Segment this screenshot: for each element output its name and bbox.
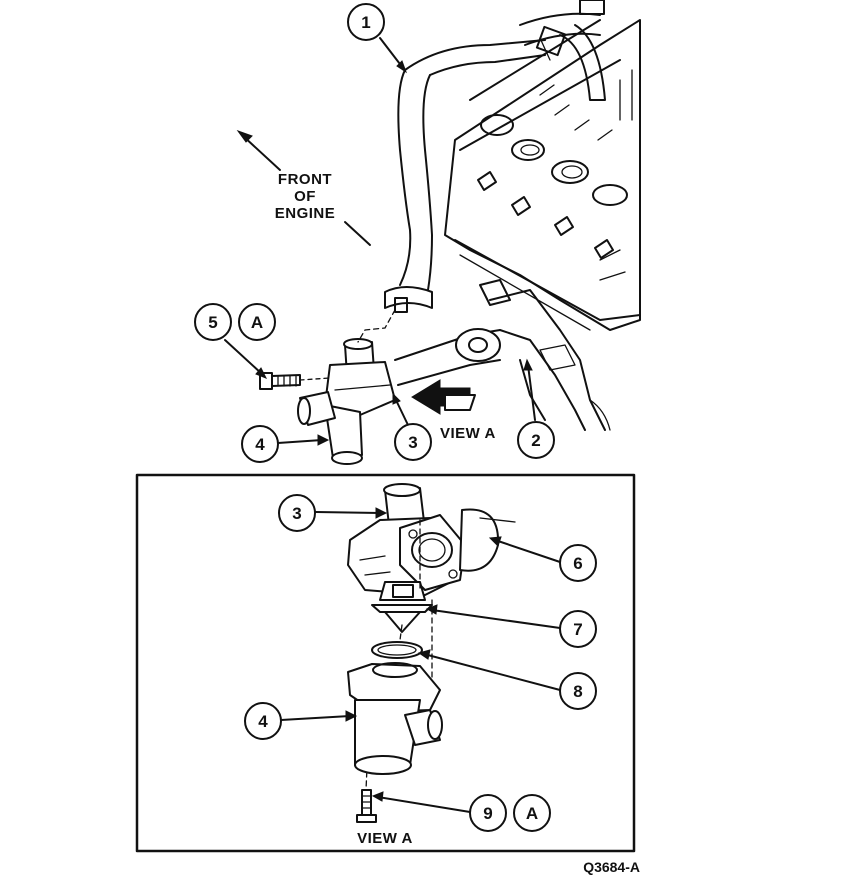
thermostat-housing-exploded bbox=[347, 483, 516, 823]
view-a-label-bottom: VIEW A bbox=[357, 830, 413, 847]
callout-8: 8 bbox=[417, 649, 597, 710]
callout-8-number: 8 bbox=[573, 682, 582, 701]
callout-6: 6 bbox=[488, 536, 597, 582]
callout-1: 1 bbox=[347, 3, 407, 74]
callout-6-number: 6 bbox=[573, 554, 582, 573]
callout-4-top-number: 4 bbox=[255, 435, 265, 454]
callout-5-letter: A bbox=[251, 313, 263, 332]
front-label-line1: FRONT bbox=[278, 171, 332, 188]
callout-3-inset: 3 bbox=[278, 494, 388, 532]
callout-7-number: 7 bbox=[573, 620, 582, 639]
callout-1-number: 1 bbox=[361, 13, 370, 32]
callout-5-number: 5 bbox=[208, 313, 217, 332]
intake-manifold-crossover bbox=[394, 279, 611, 431]
callout-5: 5 A bbox=[194, 303, 276, 379]
front-label-line3: ENGINE bbox=[275, 205, 336, 222]
callout-9-number: 9 bbox=[483, 804, 492, 823]
callout-2: 2 bbox=[517, 358, 555, 459]
callout-9-letter: A bbox=[526, 804, 538, 823]
callout-4-inset-number: 4 bbox=[258, 712, 268, 731]
view-a-direction-arrow bbox=[411, 379, 476, 415]
callout-3-inset-number: 3 bbox=[292, 504, 301, 523]
front-of-engine-indicator: FRONT OF ENGINE bbox=[236, 129, 371, 246]
callout-2-number: 2 bbox=[531, 431, 540, 450]
view-a-inset-frame bbox=[135, 473, 636, 853]
callout-9: 9 A bbox=[371, 791, 551, 832]
callout-4-top: 4 bbox=[241, 425, 330, 463]
callout-3-top-number: 3 bbox=[408, 433, 417, 452]
callout-4-inset: 4 bbox=[244, 702, 358, 740]
figure-id: Q3684-A bbox=[583, 859, 640, 875]
callout-7: 7 bbox=[425, 604, 597, 648]
callout-3-top: 3 bbox=[392, 392, 432, 461]
view-a-label-top: VIEW A bbox=[440, 425, 496, 442]
engine-block-illustration bbox=[444, 0, 641, 331]
upper-radiator-hose bbox=[384, 37, 551, 313]
thermostat-housing-assembled bbox=[259, 309, 396, 465]
front-label-line2: OF bbox=[294, 188, 316, 205]
